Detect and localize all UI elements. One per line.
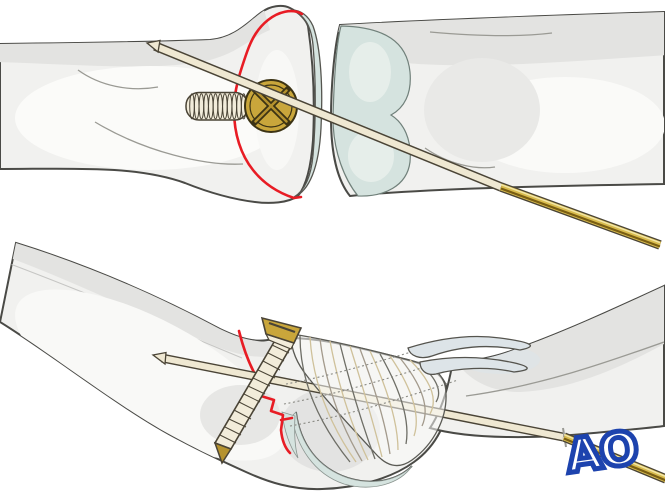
k-wire-gold-core [563, 437, 665, 482]
ligament-fiber [299, 335, 351, 463]
distal-bone-inner-shade [424, 58, 540, 162]
proximal-bone-shading [0, 10, 270, 67]
k-wire-gold-core [500, 187, 661, 248]
bone-contour-line [429, 31, 553, 37]
screw-threads [219, 344, 290, 444]
ao-logo: AO [560, 418, 643, 486]
screw-thread [257, 369, 276, 379]
ligament-fiber [309, 336, 357, 463]
ligament-fiber [329, 340, 369, 461]
bottom-view-panel: AO [0, 241, 665, 491]
screw-thread [262, 360, 281, 371]
fracture-line-top [232, 9, 304, 200]
k-wire-gold [499, 183, 662, 249]
screw-threads [189, 93, 252, 120]
screw-thread [247, 385, 266, 395]
k-wire-tip [151, 351, 167, 366]
ligament-fiber [319, 338, 363, 462]
lag-screw-bottom [213, 316, 303, 465]
k-wire-gold-highlight [563, 433, 665, 477]
ligament-fiber [399, 357, 426, 427]
screw-thread [271, 344, 290, 354]
screw-tip [213, 441, 233, 465]
screw-head-slot [268, 321, 296, 334]
bone-contour-line [424, 147, 496, 169]
screw-thread [243, 393, 261, 403]
top-distal-bone [329, 10, 665, 198]
cartilage-light-lobe [349, 42, 391, 102]
condylar-cartilage [281, 411, 413, 488]
k-wire-gold [562, 433, 665, 483]
extensor-tendon [407, 335, 532, 376]
fracture-line-bottom [237, 329, 294, 455]
tendon-band [407, 335, 532, 359]
deep-ligament-dotted-line [289, 379, 459, 427]
ligament-fiber [359, 348, 391, 455]
ligament-fiber [379, 353, 408, 445]
screw-thread [252, 377, 271, 387]
ligament-fiber [339, 343, 376, 460]
k-wire-top [145, 39, 662, 250]
screw-thread [219, 434, 237, 444]
dorsal-cortex-shading [5, 243, 282, 357]
bone-contour-line [77, 69, 159, 90]
distal-bone-shading [335, 12, 664, 66]
top-view-panel [0, 4, 665, 250]
bone-contour-line [94, 121, 244, 165]
screw-thread [267, 352, 285, 362]
k-wire-gold-highlight [500, 183, 661, 244]
tendon-band [419, 356, 528, 376]
screw-thread [238, 401, 256, 411]
ao-logo-text: AO [563, 420, 641, 483]
cartilage-crescent [291, 411, 413, 488]
ligament-fiber [389, 355, 417, 437]
ligament-fiber [349, 345, 383, 458]
screw-thread [228, 418, 247, 428]
screw-thread [233, 409, 252, 420]
bone-contour-line [465, 341, 664, 397]
k-wire-shaft [153, 42, 503, 191]
k-wire-gold-bottom [562, 427, 665, 484]
ligament-fiber [409, 359, 434, 415]
ligament-fiber [369, 350, 399, 451]
k-wire-tip [145, 39, 161, 54]
screw-thread [224, 426, 242, 436]
